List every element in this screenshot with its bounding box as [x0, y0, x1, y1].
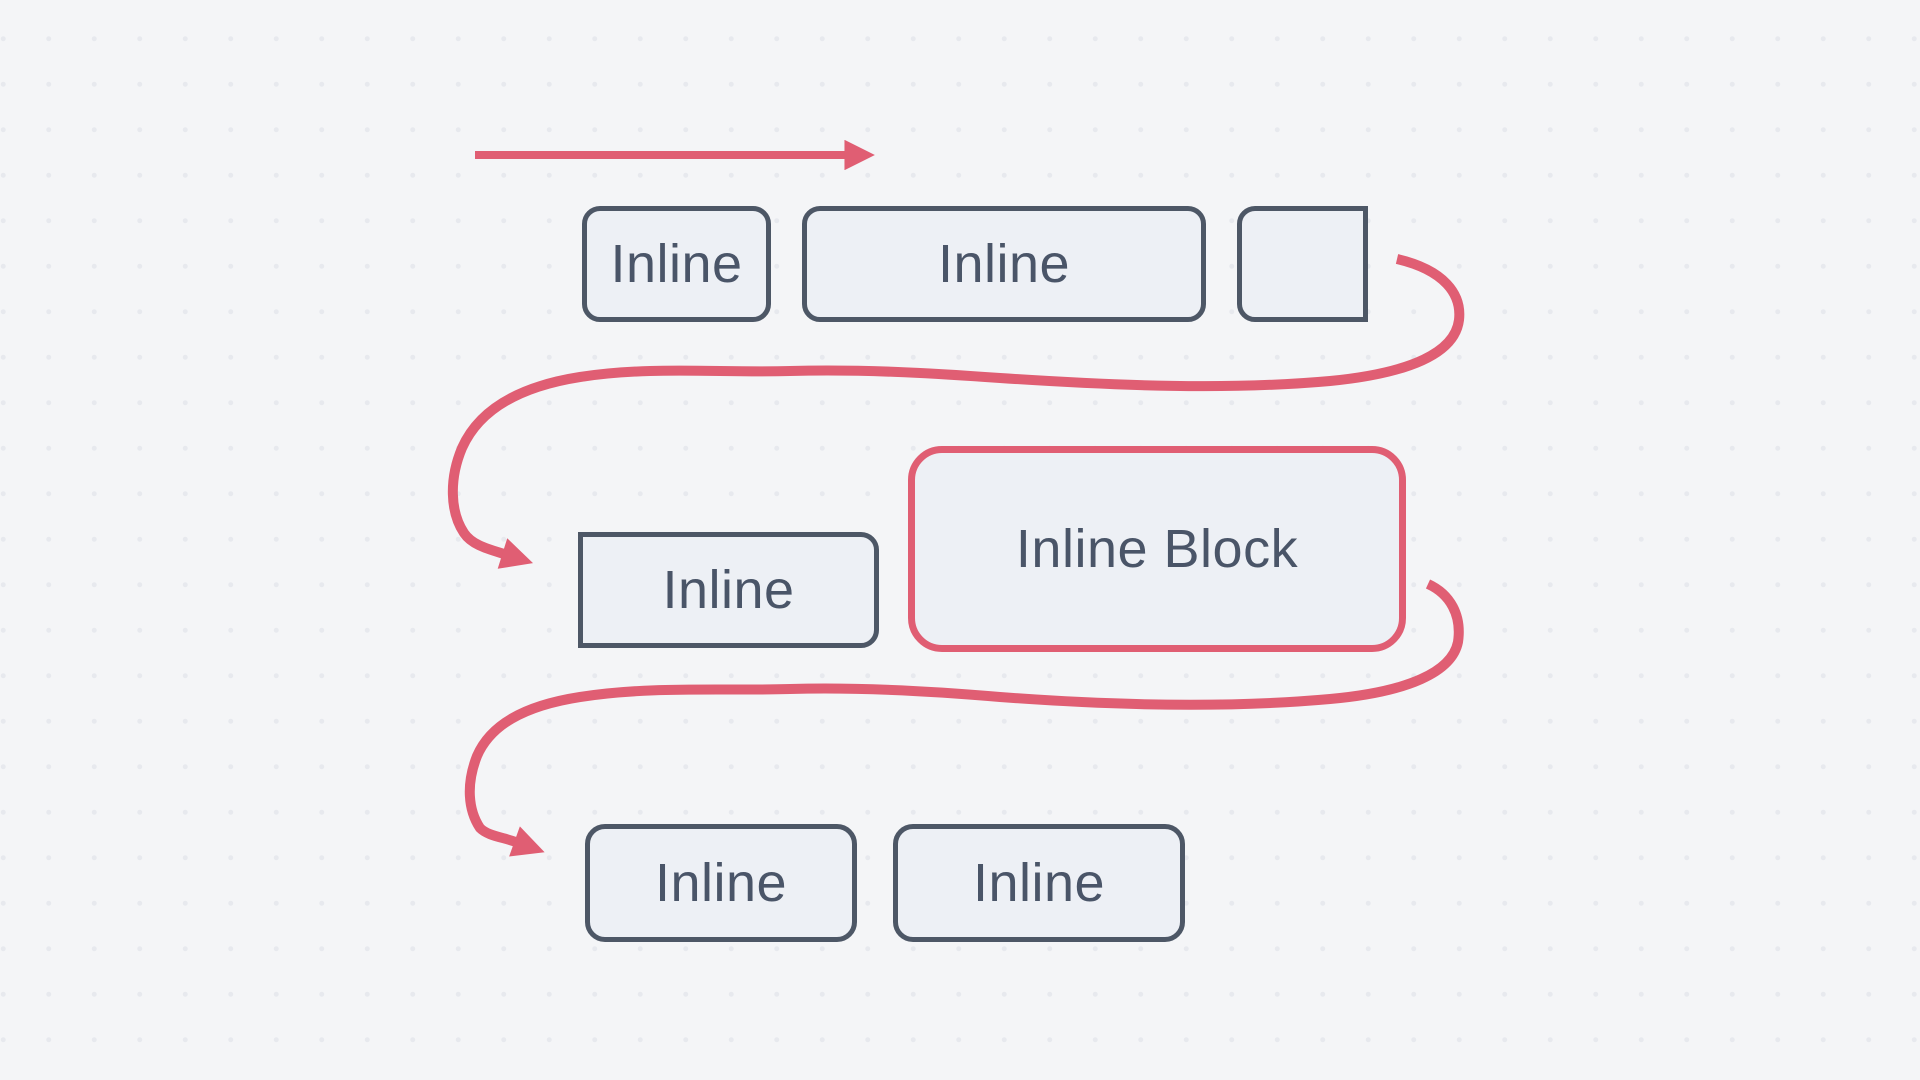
inline-box-label: Inline — [654, 853, 788, 913]
inline-box-label: Inline — [662, 560, 795, 620]
inline-box-label: Inline — [972, 853, 1106, 913]
inline-box-row1-first: Inline — [582, 206, 771, 322]
inline-box-row3-first: Inline — [585, 824, 857, 942]
inline-box-label: Inline — [610, 234, 743, 294]
inline-box-label: Inline — [937, 234, 1071, 294]
wrap-arrow-line2-to-line3 — [464, 579, 1464, 857]
inline-box-row1-wrapped-fragment — [1237, 206, 1368, 322]
inline-block-box-label: Inline Block — [1015, 519, 1299, 579]
inline-box-row2-continued-fragment: Inline — [578, 532, 879, 648]
inline-box-row1-second: Inline — [802, 206, 1206, 322]
inline-block-box: Inline Block — [908, 446, 1406, 652]
wrap-arrow-line1-to-line2 — [447, 254, 1465, 569]
inline-box-row3-second: Inline — [893, 824, 1185, 942]
